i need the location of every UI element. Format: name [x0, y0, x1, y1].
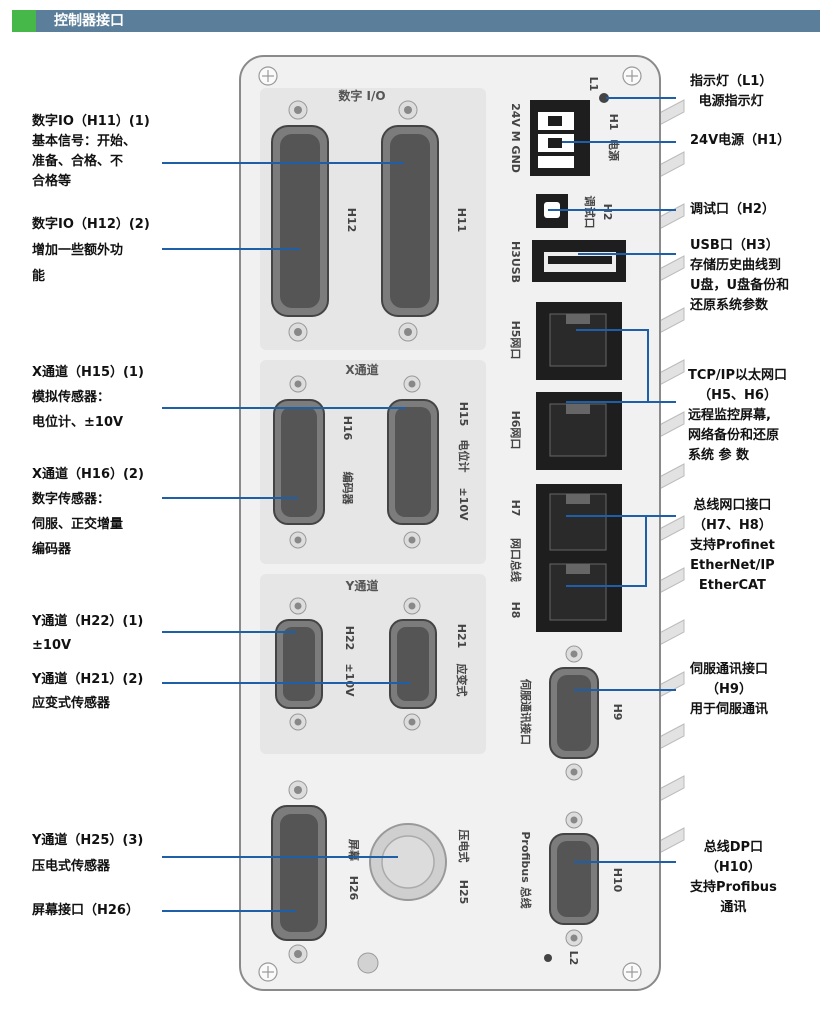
dsub-h26 [271, 780, 327, 964]
fieldbus-ports-h7-h8 [536, 484, 622, 632]
ethernet-port-h5 [536, 302, 622, 380]
label-h6: H6网口 [509, 411, 522, 450]
led-l1 [599, 93, 609, 103]
callout-h3: USB口（H3） 存储历史曲线到 U盘，U盘备份和 还原系统参数 [690, 238, 790, 313]
callout-h16: X通道（H16）(2) 数字传感器： 伺服、正交增量 编码器 [32, 467, 144, 557]
dsub-h11 [381, 100, 439, 342]
callout-h9: 伺服通讯接口 （H9） 用于伺服通讯 [690, 662, 769, 717]
label-profibus: Profibus 总线 [519, 831, 533, 908]
label-h16: H16 [341, 416, 354, 441]
label-h25-sub: 压电式 [457, 830, 471, 863]
ethernet-port-h6 [536, 392, 622, 470]
callout-h26: 屏幕接口（H26） [32, 903, 139, 918]
label-h11: H11 [455, 208, 468, 233]
label-h1: H1 [607, 114, 620, 131]
y-channel-group [260, 574, 486, 754]
dsub-h16 [273, 375, 325, 549]
callout-h11: 数字IO（H11）(1) 基本信号：开始、 准备、合格、不 合格等 [32, 114, 150, 189]
callout-h7-h8: 总线网口接口 （H7、H8） 支持Profinet EtherNet/IP Et… [690, 498, 775, 593]
label-h21-sub: 应变式 [455, 664, 469, 697]
callout-h22: Y通道（H22）(1) ±10V [32, 614, 144, 653]
label-h15-sub2: ±10V [457, 487, 470, 521]
label-h10: H10 [611, 868, 624, 893]
label-h2: H2 [601, 204, 614, 221]
group-label-x-channel: X通道 [345, 362, 378, 377]
callout-h5-h6: TCP/IP以太网口 （H5、H6） 远程监控屏幕, 网络备份和还原 系统 参 … [688, 368, 788, 463]
label-h3: H3USB [509, 241, 522, 283]
dsub-h15 [387, 375, 439, 549]
callout-h12: 数字IO（H12）(2) 增加一些额外功 能 [32, 217, 150, 284]
callout-h25: Y通道（H25）(3) 压电式传感器 [32, 833, 144, 874]
group-label-y-channel: Y通道 [345, 578, 379, 593]
label-h15: H15 [457, 402, 470, 427]
label-h7: H7 [509, 500, 522, 517]
callout-h2: 调试口（H2） [690, 202, 775, 217]
label-h12: H12 [345, 208, 358, 233]
leader-lines [162, 97, 676, 912]
power-connector-h1 [530, 100, 590, 176]
section-header: 控制器接口 [12, 10, 820, 32]
callout-h10: 总线DP口 （H10） 支持Profibus 通讯 [690, 840, 777, 915]
callout-h15: X通道（H15）(1) 模拟传感器： 电位计、±10V [32, 365, 144, 430]
ground-stud [357, 952, 379, 974]
label-l1: L1 [587, 77, 600, 92]
group-label-digital-io: 数字 I/O [338, 88, 385, 103]
corner-screws [258, 66, 642, 982]
label-h2-sub: 调试口 [583, 196, 597, 229]
label-screen: 屏幕 [347, 839, 361, 862]
usb-port-h3 [532, 240, 626, 282]
label-h7-sub: 网口总线 [509, 538, 523, 582]
callout-h1: 24V电源（H1） [690, 133, 791, 148]
section-title: 控制器接口 [54, 13, 124, 29]
label-l2: L2 [567, 951, 580, 966]
label-h26: H26 [347, 876, 360, 901]
label-h5: H5网口 [509, 321, 522, 360]
header-accent-tab [12, 10, 36, 32]
label-h8: H8 [509, 602, 522, 619]
profibus-port-h10 [549, 811, 599, 947]
label-h22-sub: ±10V [343, 663, 356, 697]
connector-h25-round [369, 823, 447, 901]
callout-h21: Y通道（H21）(2) 应变式传感器 [32, 672, 144, 711]
dsub-h12 [271, 100, 329, 342]
led-l2 [544, 954, 552, 962]
label-h21: H21 [455, 624, 468, 649]
label-h22: H22 [343, 626, 356, 651]
label-h16-sub: 编码器 [341, 472, 355, 506]
label-power-pins: 24V M GND [509, 103, 522, 173]
label-h1-sub: 电源 [607, 139, 621, 161]
label-h25: H25 [457, 880, 470, 905]
label-h15-sub: 电位计 [457, 440, 471, 473]
label-h9-sub: 伺服通讯接口 [519, 678, 533, 745]
label-h9: H9 [611, 704, 624, 721]
callout-l1: 指示灯（L1） 电源指示灯 [690, 74, 773, 109]
